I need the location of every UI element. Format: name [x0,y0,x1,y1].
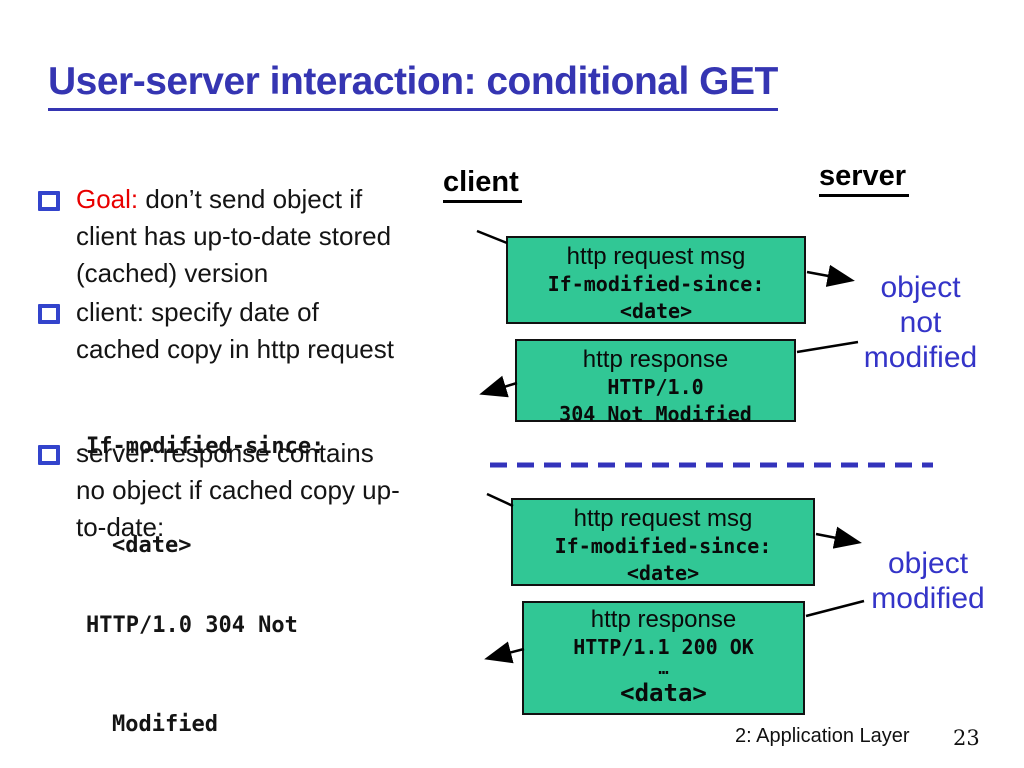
bullet-client-line2: cached copy in http request [76,334,394,364]
bullet-goal-line2: client has up-to-date stored [76,221,392,251]
box1-title: http request msg [566,243,746,270]
bullet-square-icon [38,445,60,465]
goal-lead: Goal: [76,184,139,214]
response2-arrow [484,641,525,664]
goal-rest: don’t send object if [138,184,363,214]
box1-code1: If-modified-since: [547,272,765,296]
note2-line1: object [887,547,969,580]
client-timeline-tick-1 [476,229,508,245]
bullet-goal-line1: Goal: don’t send object if [76,181,391,218]
bullet-server: server: response contains no object if c… [38,435,468,546]
code1-line1: If-modified-since: [86,434,325,459]
bullet-client: client: specify date of cached copy in h… [38,294,468,368]
footer-page-number: 23 [953,726,980,750]
bullet-square-icon [38,191,60,211]
msg-box-request-1: http request msg If-modified-since: <dat… [506,236,806,324]
box2-title: http response [582,346,729,373]
bullet-server-line1: server: response contains [76,438,374,468]
bullet-server-line3: to-date: [76,512,165,542]
note2-line2: modified [871,582,985,615]
bullet-client-line1: client: specify date of [76,297,319,327]
box4-ellipsis: … [658,659,669,679]
bullet-goal-line3: (cached) version [76,258,269,288]
box4-title: http response [590,606,737,633]
server-label: server [819,160,910,197]
box3-code2: <date> [626,561,700,585]
bullet-server-line2: no object if cached copy up- [76,475,400,505]
code1-line2: <date> [112,533,192,558]
bullet-server-text: server: response contains no object if c… [76,435,400,546]
page-title: User-server interaction: conditional GET [48,60,778,111]
footer-section: 2: Application Layer [735,725,910,747]
bullet-goal: Goal: don’t send object if client has up… [38,181,468,292]
note1-line2: not [899,306,942,339]
note-object-not-modified: object not modified [843,270,998,375]
bullet-client-text: client: specify date of cached copy in h… [76,294,394,368]
code2-line1: HTTP/1.0 304 Not [86,613,298,638]
client-label: client [443,166,522,203]
note-object-modified: object modified [848,546,1008,616]
note1-line3: modified [863,341,978,374]
box1-code2: <date> [619,299,693,323]
msg-box-response-1: http response HTTP/1.0 304 Not Modified [515,339,796,426]
msg-box-response-2: http response HTTP/1.1 200 OK … <data> [522,601,805,715]
msg-box-request-2: http request msg If-modified-since: <dat… [511,498,815,586]
response1-arrow [479,375,518,398]
box2-code1: HTTP/1.0 [607,375,704,399]
bullet-square-icon [38,304,60,324]
box2-code2: 304 Not Modified [559,402,752,426]
box4-code3: <data> [620,679,707,707]
code-304-not-modified: HTTP/1.0 304 Not Modified [86,543,298,768]
box3-code1: If-modified-since: [554,534,772,558]
request2-arrow [815,526,862,549]
client-timeline-tick-2 [486,492,514,508]
box4-code1: HTTP/1.1 200 OK [573,635,754,659]
note1-line1: object [880,271,961,304]
box3-title: http request msg [573,505,753,532]
bullet-goal-text: Goal: don’t send object if client has up… [76,181,391,292]
code-if-modified-since: If-modified-since: <date> [86,364,324,628]
code2-line2: Modified [112,712,218,737]
